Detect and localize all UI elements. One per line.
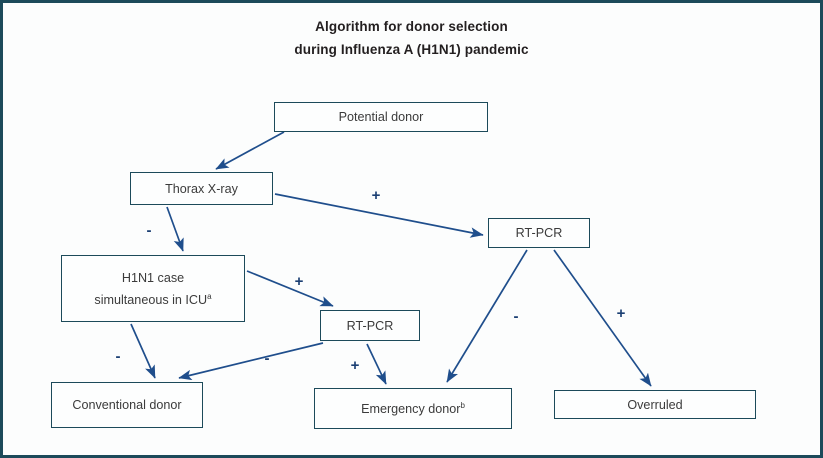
node-h1n1-case: H1N1 case simultaneous in ICUa — [61, 255, 245, 322]
edge-label-h1n1-to-rtpcr-positive: + — [294, 273, 304, 290]
node-rt-pcr-right: RT-PCR — [488, 218, 590, 248]
node-emergency-donor-footnote-marker: b — [460, 400, 465, 410]
node-overruled-label: Overruled — [627, 397, 683, 412]
edge-label-rtpcr-mid-to-emergency-positive: + — [350, 357, 360, 374]
node-h1n1-case-label-line-1: H1N1 case — [121, 270, 185, 285]
node-thorax-xray-label: Thorax X-ray — [165, 181, 238, 196]
edge-label-xray-to-rtpcr-positive: + — [371, 187, 381, 204]
arrow-thorax-to-h1n1 — [166, 206, 184, 252]
node-conventional-donor: Conventional donor — [51, 382, 203, 428]
node-rt-pcr-right-label: RT-PCR — [515, 226, 563, 240]
arrow-rtpcr-middle-to-emergency — [366, 343, 387, 385]
node-potential-donor-label: Potential donor — [338, 110, 424, 124]
node-emergency-donor-text: Emergency donor — [361, 401, 461, 416]
node-emergency-donor: Emergency donorb — [314, 388, 512, 429]
figure-title-line-2: during Influenza A (H1N1) pandemic — [294, 42, 529, 57]
arrow-h1n1-to-rtpcr-middle — [246, 270, 334, 307]
arrow-h1n1-to-conventional — [130, 323, 156, 379]
node-h1n1-case-footnote-marker: a — [207, 291, 212, 301]
node-emergency-donor-label: Emergency donorb — [321, 398, 505, 420]
arrow-potential-to-thorax — [215, 131, 285, 170]
figure-title: Algorithm for donor selection during Inf… — [3, 15, 820, 61]
node-conventional-donor-label: Conventional donor — [72, 398, 182, 412]
edge-label-rtpcr-right-to-emergency-negative: - — [513, 308, 519, 325]
node-rt-pcr-middle: RT-PCR — [320, 310, 420, 341]
node-h1n1-case-label-line-2: simultaneous in ICUa — [68, 289, 238, 311]
edge-label-xray-to-h1n1-negative: - — [146, 222, 152, 239]
figure-title-line-1: Algorithm for donor selection — [315, 19, 508, 34]
node-overruled: Overruled — [554, 390, 756, 419]
arrow-rtpcr-right-to-overruled — [553, 249, 652, 387]
node-potential-donor: Potential donor — [274, 102, 488, 132]
edge-label-h1n1-to-conventional-negative: - — [115, 348, 121, 365]
edge-label-rtpcr-right-to-overruled-positive: + — [616, 305, 626, 322]
edge-label-rtpcr-mid-to-conventional-negative: - — [264, 350, 270, 367]
node-rt-pcr-middle-label: RT-PCR — [346, 318, 394, 333]
node-h1n1-case-text: simultaneous in ICU — [94, 292, 208, 307]
arrow-rtpcr-middle-to-conventional — [178, 342, 324, 381]
node-thorax-xray: Thorax X-ray — [130, 172, 273, 205]
